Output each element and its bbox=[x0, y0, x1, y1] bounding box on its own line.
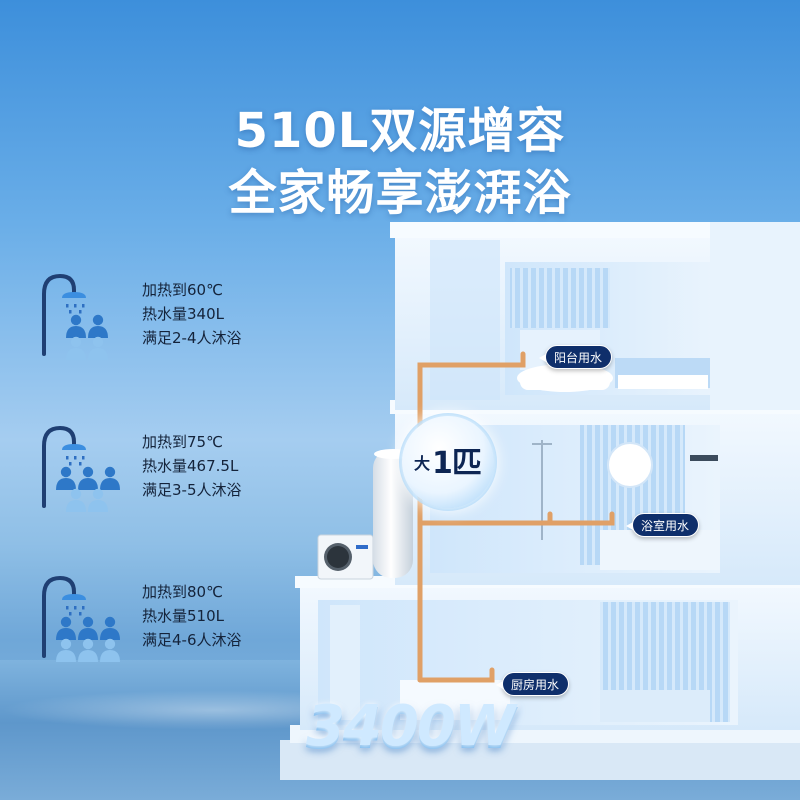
person-icon bbox=[88, 336, 108, 360]
shower-head-icon bbox=[62, 444, 86, 450]
floor-kitchen bbox=[295, 576, 800, 730]
person-icon bbox=[100, 616, 120, 640]
person-icon bbox=[88, 488, 108, 512]
water-drops-icon bbox=[66, 456, 85, 466]
heat-pump-unit bbox=[317, 534, 374, 580]
person-icon bbox=[56, 466, 76, 490]
person-icon bbox=[100, 466, 120, 490]
water-pipe bbox=[417, 351, 615, 683]
tag-bathroom-water: 浴室用水 bbox=[625, 513, 700, 537]
house-base bbox=[280, 725, 800, 780]
person-icon bbox=[66, 488, 86, 512]
water-drops-icon bbox=[66, 304, 85, 314]
person-icon bbox=[78, 638, 98, 662]
badge-value: 1匹 bbox=[432, 446, 482, 481]
tag-kitchen-water: 厨房用水 bbox=[495, 672, 570, 696]
shower-head-icon bbox=[62, 292, 86, 298]
person-icon bbox=[56, 616, 76, 640]
shower-head-icon bbox=[62, 594, 86, 600]
shower-people-icon bbox=[42, 273, 108, 360]
shower-pipe-icon bbox=[42, 273, 76, 356]
headline-line-1: 510L双源增容 bbox=[234, 103, 566, 159]
spec-hot-water-volume: 热水量467.5L bbox=[142, 457, 239, 475]
spec-temperature: 加热到80℃ bbox=[142, 583, 223, 601]
water-drops-icon bbox=[66, 606, 85, 616]
headline: 510L双源增容 全家畅享澎湃浴 bbox=[0, 100, 800, 224]
spec-hot-water-volume: 热水量340L bbox=[142, 305, 224, 323]
person-icon bbox=[78, 466, 98, 490]
power-label: 3400W bbox=[306, 694, 516, 759]
spec-people-served: 满足4-6人沐浴 bbox=[142, 631, 242, 649]
person-icon bbox=[100, 638, 120, 662]
shower-people-icon bbox=[42, 425, 120, 512]
spec-people-served: 满足3-5人沐浴 bbox=[142, 481, 242, 499]
spec-block-75: 加热到75℃ 热水量467.5L 满足3-5人沐浴 bbox=[38, 420, 298, 530]
spec-block-80: 加热到80℃ 热水量510L 满足4-6人沐浴 bbox=[38, 570, 298, 680]
tag-balcony-water: 阳台用水 bbox=[538, 345, 613, 369]
shower-pipe-icon bbox=[42, 425, 76, 508]
spec-hot-water-volume: 热水量510L bbox=[142, 607, 224, 625]
badge-prefix: 大 bbox=[414, 454, 431, 473]
power-rating-badge: 大 1匹 bbox=[402, 416, 494, 508]
person-icon bbox=[56, 638, 76, 662]
floor-balcony bbox=[390, 222, 800, 410]
shower-people-icon bbox=[42, 575, 120, 662]
spec-temperature: 加热到75℃ bbox=[142, 433, 223, 451]
person-icon bbox=[78, 616, 98, 640]
person-icon bbox=[66, 314, 86, 338]
shower-pipe-icon bbox=[42, 575, 76, 658]
spec-temperature: 加热到60℃ bbox=[142, 281, 223, 299]
headline-line-2: 全家畅享澎湃浴 bbox=[228, 165, 572, 221]
person-icon bbox=[88, 314, 108, 338]
spec-people-served: 满足2-4人沐浴 bbox=[142, 329, 242, 347]
person-icon bbox=[66, 336, 86, 360]
spec-block-60: 加热到60℃ 热水量340L 满足2-4人沐浴 bbox=[38, 268, 298, 378]
